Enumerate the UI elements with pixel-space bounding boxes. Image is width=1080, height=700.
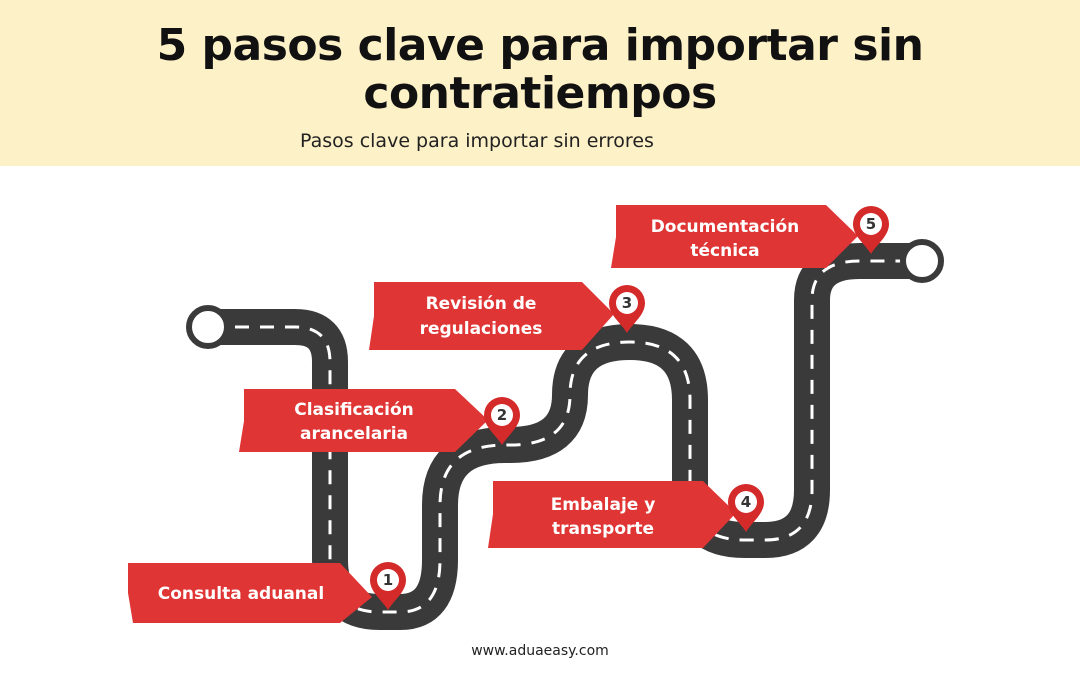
step-5-banner xyxy=(611,205,858,268)
map-pin-icon: 1 xyxy=(370,562,406,610)
website-link[interactable]: www.aduaeasy.com xyxy=(471,643,609,659)
map-pin-icon: 4 xyxy=(728,484,764,532)
step-1-banner xyxy=(128,563,372,623)
step-3-label-line-1: Revisión de xyxy=(426,294,537,314)
step-1-label: Consulta aduanal xyxy=(158,584,324,604)
step-3-label-line-2: regulaciones xyxy=(420,319,543,339)
step-3-banner xyxy=(369,282,614,350)
map-pin-icon: 5 xyxy=(853,206,889,254)
step-4-label-line-2: transporte xyxy=(552,519,654,539)
map-pin-icon: 2 xyxy=(484,397,520,445)
step-1: Consulta aduanal xyxy=(128,563,372,623)
step-4: Embalaje y transporte xyxy=(488,481,736,548)
step-5-label-line-2: técnica xyxy=(690,241,759,261)
pin-1-number: 1 xyxy=(383,571,393,589)
title-line-2: contratiempos xyxy=(363,68,717,119)
step-2-banner xyxy=(239,389,488,452)
step-3: Revisión de regulaciones xyxy=(369,282,614,350)
pin-3-number: 3 xyxy=(622,294,632,312)
header-banner: 5 pasos clave para importar sin contrati… xyxy=(0,0,1080,166)
title-line-1: 5 pasos clave para importar sin xyxy=(156,20,924,71)
page-subtitle: Pasos clave para importar sin errores xyxy=(300,130,654,152)
road-center-line xyxy=(210,259,922,614)
step-2-label-line-1: Clasificación xyxy=(294,400,414,420)
pin-2-number: 2 xyxy=(497,406,507,424)
step-4-label-line-1: Embalaje y xyxy=(551,495,656,515)
step-2-label-line-2: arancelaria xyxy=(300,424,408,444)
step-2: Clasificación arancelaria xyxy=(239,389,488,452)
page-title: 5 pasos clave para importar sin contrati… xyxy=(0,22,1080,118)
pin-5-number: 5 xyxy=(866,215,876,233)
road-end-circle-icon xyxy=(900,239,944,283)
map-pin-icon: 3 xyxy=(609,285,645,333)
step-4-banner xyxy=(488,481,736,548)
pin-4-number: 4 xyxy=(741,493,751,511)
step-5: Documentación técnica xyxy=(611,205,858,268)
road-start-circle-icon xyxy=(186,305,230,349)
step-5-label-line-1: Documentación xyxy=(651,217,800,237)
